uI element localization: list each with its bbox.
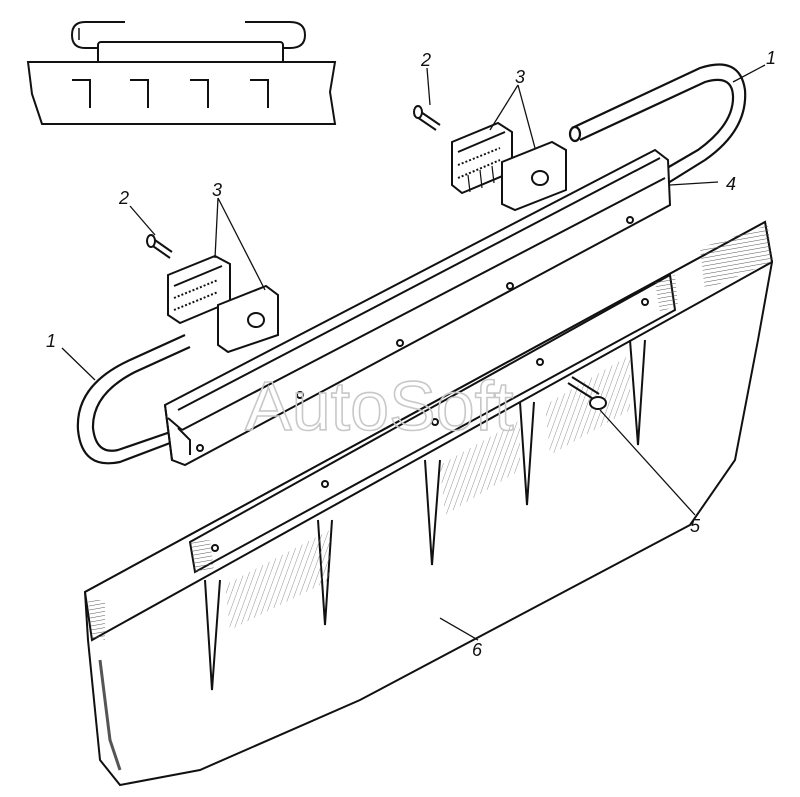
leader-lines <box>61 64 766 641</box>
pin-5 <box>567 376 607 410</box>
callout-3-lower: 3 <box>212 180 222 200</box>
callout-2-upper: 2 <box>420 50 431 70</box>
screw-lower <box>146 234 173 259</box>
wire-bracket <box>76 63 747 465</box>
callout-1-lower: 1 <box>46 331 56 351</box>
callout-3-upper: 3 <box>515 67 525 87</box>
clamp-pair-lower <box>167 254 279 354</box>
rail-4 <box>163 148 672 467</box>
callout-4: 4 <box>726 174 736 194</box>
screw-upper <box>413 105 441 131</box>
inset-detail <box>26 21 337 125</box>
watermark: AutoSoft <box>245 367 514 445</box>
clamp-pair-upper <box>451 121 567 212</box>
callout-5: 5 <box>690 516 701 536</box>
callout-1-upper: 1 <box>766 48 776 68</box>
mudflap-panel <box>83 220 774 787</box>
callout-2-lower: 2 <box>118 188 129 208</box>
callout-6: 6 <box>472 640 483 660</box>
